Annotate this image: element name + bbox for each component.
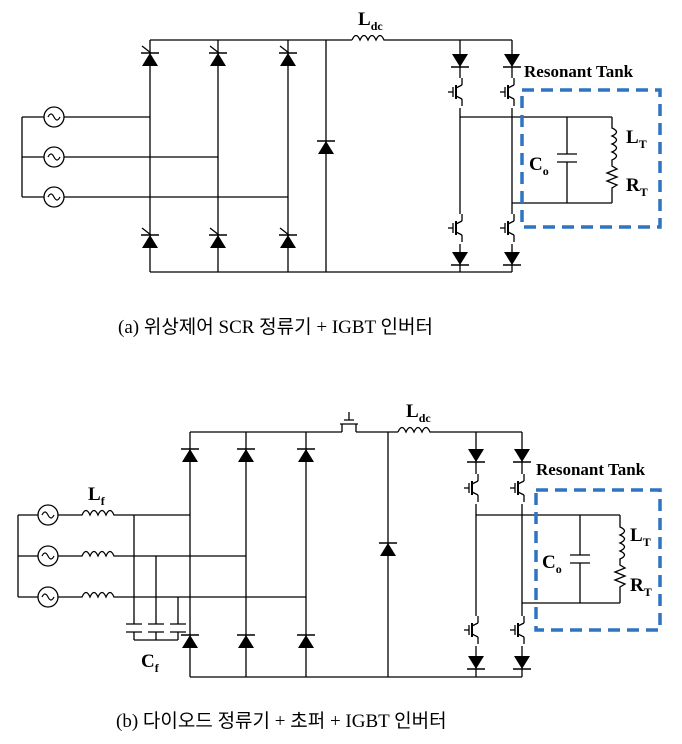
tank-title: Resonant Tank (524, 62, 634, 81)
tank-title: Resonant Tank (536, 460, 646, 479)
ldc-label: Ldc (358, 9, 383, 33)
resonant-tank-a: Resonant Tank Co LT RT (520, 62, 662, 229)
lt-label: LT (626, 127, 647, 151)
freewheel-diode-icon (378, 542, 398, 557)
ac-source-icon (37, 586, 59, 608)
igbt-inverter-b (463, 431, 578, 677)
co-label: Co (529, 154, 549, 178)
diode-icon (512, 655, 532, 670)
co-label: Co (542, 552, 562, 576)
circuit-b: Lf Cf Ldc (17, 401, 662, 732)
diode-icon (296, 448, 316, 463)
resonant-tank-b: Resonant Tank Co LT RT (534, 460, 662, 632)
ldc-label: Ldc (406, 401, 431, 425)
tank-border (520, 88, 662, 229)
diode-icon (236, 634, 256, 649)
rt-label: RT (630, 575, 652, 599)
ac-source-icon (43, 186, 65, 208)
ac-source-icon (37, 545, 59, 567)
diode-icon (236, 448, 256, 463)
caption-a: (a) 위상제어 SCR 정류기 + IGBT 인버터 (118, 316, 433, 338)
ac-source-icon (43, 106, 65, 128)
igbt-inverter-a (447, 39, 560, 272)
ac-source-icon (43, 146, 65, 168)
diode-icon (180, 448, 200, 463)
chopper-switch-b (338, 412, 398, 433)
scr-rectifier-a (140, 39, 512, 273)
lt-label: LT (630, 525, 651, 549)
diode-icon (466, 655, 486, 670)
diode-icon (466, 448, 486, 463)
circuit-a: Ldc Resonant Tank Co (21, 9, 662, 338)
diode-icon (450, 251, 470, 266)
caption-b: (b) 다이오드 정류기 + 초퍼 + IGBT 인버터 (116, 710, 447, 732)
tank-border (534, 488, 662, 632)
dc-inductor-b: Ldc (397, 401, 476, 434)
dc-inductor-a: Ldc (351, 9, 460, 42)
diode-icon (296, 634, 316, 649)
diode-icon (502, 53, 522, 68)
diode-rectifier-b (180, 431, 522, 678)
diode-icon (180, 634, 200, 649)
ac-sources-b: Lf (17, 484, 306, 608)
rt-label: RT (626, 175, 648, 199)
diode-icon (502, 251, 522, 266)
diode-icon (512, 448, 532, 463)
lf-label: Lf (88, 484, 106, 508)
cf-label: Cf (141, 651, 160, 675)
ac-source-icon (37, 504, 59, 526)
freewheel-diode-icon (316, 140, 336, 155)
diode-icon (450, 53, 470, 68)
filter-caps-b: Cf (126, 515, 186, 675)
ac-sources-a (21, 106, 288, 208)
